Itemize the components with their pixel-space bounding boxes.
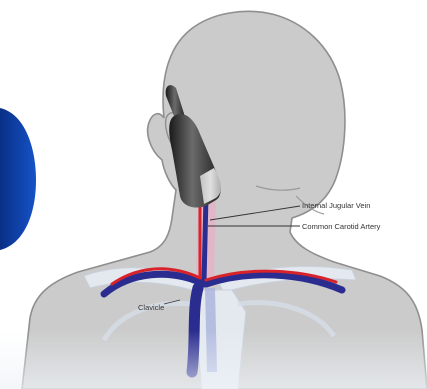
blue-side-shape [0,108,36,250]
bottom-fade [0,330,427,389]
label-clavicle: Clavicle [138,303,164,312]
label-internal-jugular-vein: Internal Jugular Vein [302,201,370,210]
label-common-carotid-artery: Common Carotid Artery [302,222,381,231]
internal-jugular-vein [204,196,206,282]
